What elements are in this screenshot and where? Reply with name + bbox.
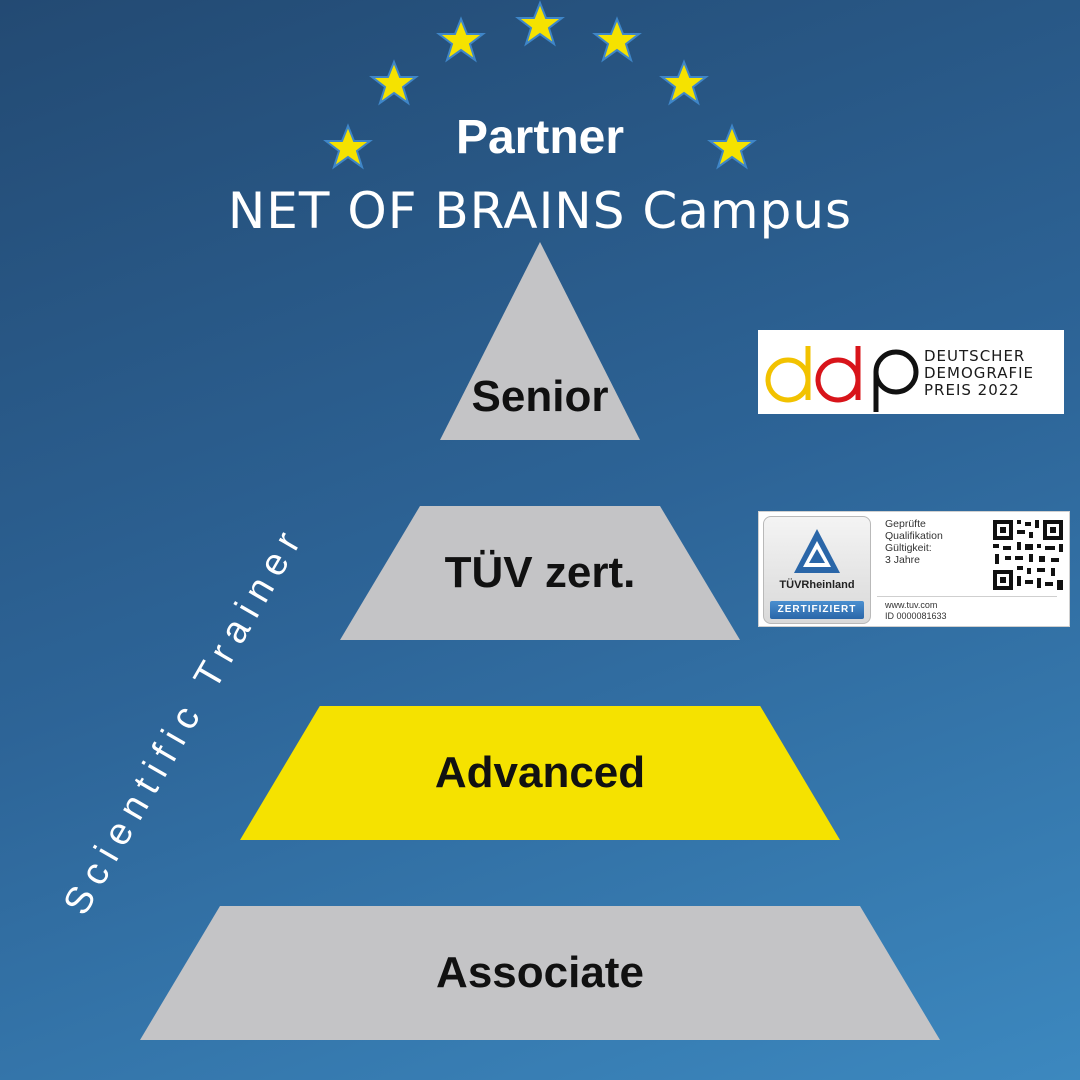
tuv-certificate-badge: TÜVRheinland ZERTIFIZIERT Geprüfte Quali… (758, 511, 1070, 627)
level-advanced: Advanced (240, 706, 840, 840)
tuv-triangle-icon (794, 529, 840, 573)
ddp-line: PREIS 2022 (924, 381, 1020, 399)
ddp-line: DEMOGRAFIE (924, 364, 1035, 382)
scientific-trainer-label: Scientific Trainer (55, 517, 314, 923)
level-tuv-zert: TÜV zert. (340, 506, 740, 640)
tuv-brand-name: TÜVRheinland (779, 579, 855, 591)
ddp-line: DEUTSCHER (924, 347, 1026, 365)
tuv-url-block: www.tuv.com ID 0000081633 (885, 600, 947, 622)
star-icon (517, 2, 563, 45)
tuv-seal: TÜVRheinland ZERTIFIZIERT (763, 516, 871, 624)
campus-title: NET OF BRAINS Campus (227, 182, 853, 240)
level-associate: Associate (140, 906, 940, 1040)
star-icon (594, 18, 640, 61)
tuv-divider (877, 596, 1057, 597)
qr-code-icon (991, 518, 1065, 592)
tuv-url: www.tuv.com (885, 600, 938, 610)
tuv-info-line: Qualifikation (885, 530, 943, 542)
tuv-id: ID 0000081633 (885, 611, 947, 621)
tuv-certified-strip: ZERTIFIZIERT (770, 601, 864, 619)
tuv-info-line: Gültigkeit: (885, 542, 932, 554)
star-icon (438, 18, 484, 61)
level-label: Associate (436, 948, 644, 997)
tuv-info-line: Geprüfte (885, 518, 926, 530)
partner-title: Partner (455, 111, 625, 164)
tuv-info-line: 3 Jahre (885, 554, 921, 566)
ddp-award-badge: DEUTSCHER DEMOGRAFIE PREIS 2022 (758, 330, 1064, 414)
star-icon (661, 61, 707, 104)
star-icon (371, 61, 417, 104)
ddp-logo-icon (765, 346, 919, 412)
level-senior: Senior (440, 242, 640, 440)
level-label: TÜV zert. (444, 548, 636, 597)
tuv-qualification-info: Geprüfte Qualifikation Gültigkeit: 3 Jah… (885, 518, 943, 566)
level-label: Senior (471, 372, 609, 421)
level-label: Advanced (434, 748, 646, 797)
